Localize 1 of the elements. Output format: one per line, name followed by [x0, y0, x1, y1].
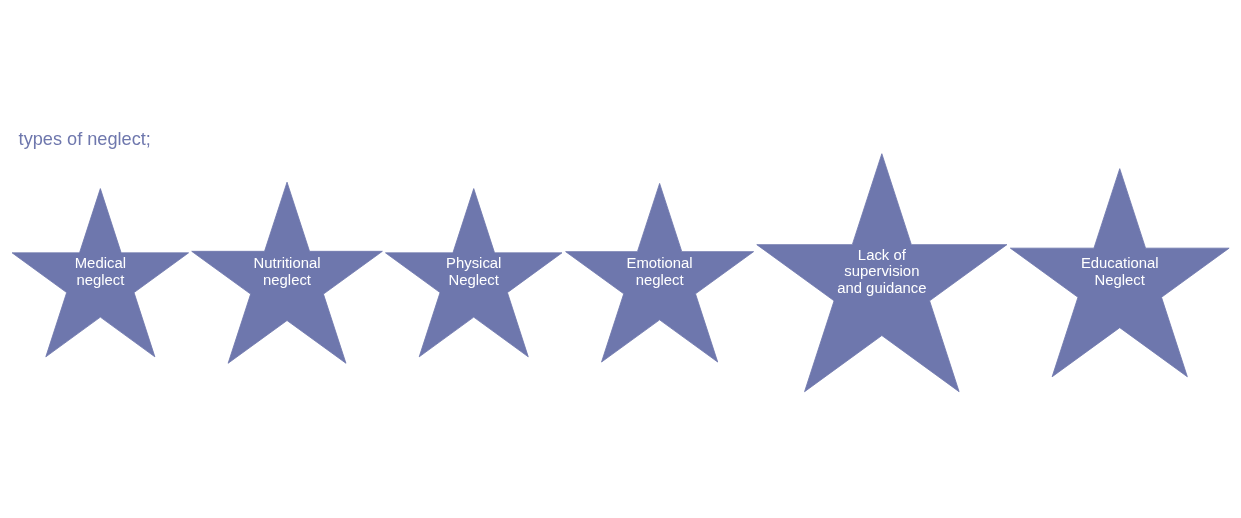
diagram-title: types of neglect;	[18, 128, 151, 149]
